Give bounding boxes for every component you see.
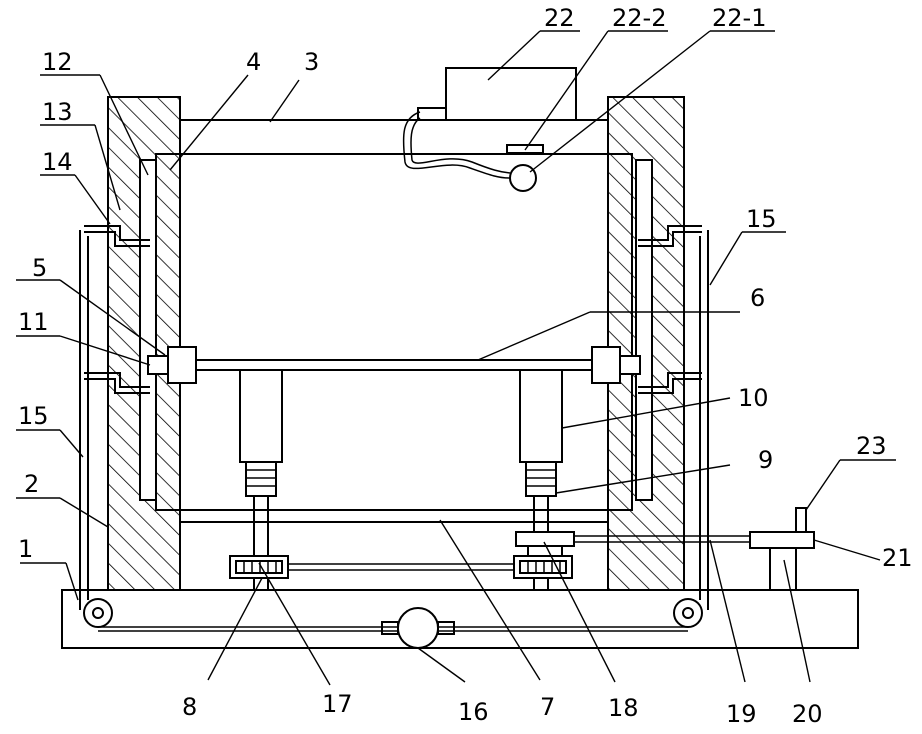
callout-8: 8 [182,693,197,721]
pulley-left [84,599,112,627]
callout-2: 2 [24,470,39,498]
callout-14: 14 [42,148,73,176]
callout-4: 4 [246,48,261,76]
cylinder-left [240,370,282,462]
callout-15-left: 15 [18,402,49,430]
callout-9: 9 [758,446,773,474]
slider-block-right [592,347,620,383]
motor-shaft-left [382,622,398,634]
pulley-right [674,599,702,627]
callout-22-2: 22-2 [612,4,666,32]
right-column [608,97,684,590]
callout-23: 23 [856,432,887,460]
slider-pin-left [148,356,168,374]
callout-20: 20 [792,700,823,728]
handle-block [750,532,814,548]
callout-7: 7 [540,693,555,721]
gear-right [514,556,572,578]
right-belt [700,230,708,610]
pulley-right-hub [683,608,693,618]
left-belt [80,230,88,610]
motor [398,608,438,648]
callout-1: 1 [18,535,33,563]
support-post [770,548,796,590]
motor-shaft-right [438,622,454,634]
slider-block-left [168,347,196,383]
callout-13: 13 [42,98,73,126]
slider-pin-right [620,356,640,374]
gear-left [230,556,288,578]
callout-22-1: 22-1 [712,4,766,32]
spring-left [246,462,276,496]
callout-5: 5 [32,254,47,282]
callout-22: 22 [544,4,575,32]
callout-10: 10 [738,384,769,412]
lower-platform [180,510,608,522]
ball-element [510,165,536,191]
spring-right [526,462,556,496]
flexible-hose [404,112,510,178]
callout-18: 18 [608,694,639,722]
callout-11: 11 [18,308,49,336]
pulley-left-hub [93,608,103,618]
left-column [108,97,180,590]
top-box [446,68,576,120]
callout-12: 12 [42,48,73,76]
callout-19: 19 [726,700,757,728]
callout-15-right: 15 [746,205,777,233]
callout-3: 3 [304,48,319,76]
base-plate [62,590,858,648]
cylinder-right [520,370,562,462]
callout-17: 17 [322,690,353,718]
callout-21: 21 [882,544,913,572]
crossbar [196,360,592,370]
callout-6: 6 [750,284,765,312]
handle-lever [796,508,806,532]
callout-16: 16 [458,698,489,726]
top-box-plate [418,108,446,120]
